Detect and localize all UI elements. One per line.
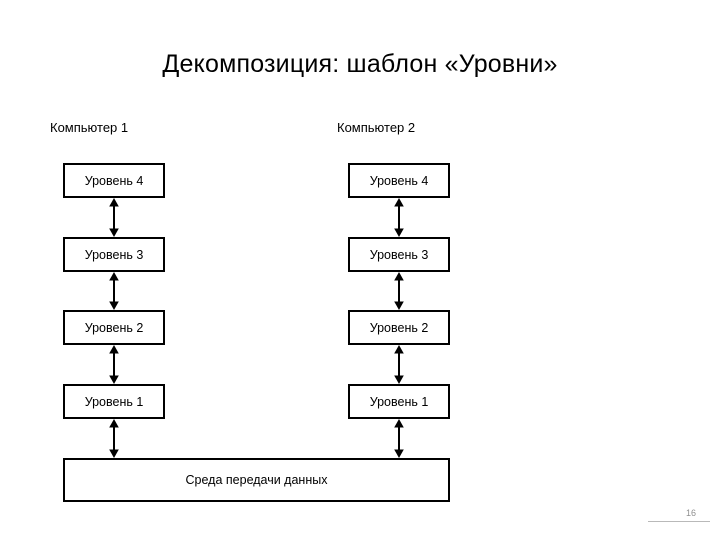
double-arrow-icon-c1-3-2 <box>106 272 122 310</box>
level-box-c2-level4: Уровень 4 <box>348 163 450 198</box>
double-arrow-icon-c2-3-2 <box>391 272 407 310</box>
level-box-c2-level1: Уровень 1 <box>348 384 450 419</box>
double-arrow-icon-c1-1-medium <box>106 419 122 458</box>
double-arrow-icon-c2-1-medium <box>391 419 407 458</box>
page-title: Декомпозиция: шаблон «Уровни» <box>162 50 558 78</box>
column-caption-computer-2: Компьютер 2 <box>337 120 416 135</box>
page-number: 16 <box>686 508 697 518</box>
double-arrow-icon-c2-2-1 <box>391 345 407 384</box>
column-caption-computer-1: Компьютер 1 <box>50 120 129 135</box>
footer-divider <box>648 521 710 522</box>
level-box-c2-level3: Уровень 3 <box>348 237 450 272</box>
level-box-c1-level2: Уровень 2 <box>63 310 165 345</box>
double-arrow-icon-c1-4-3 <box>106 198 122 237</box>
level-box-c1-level1: Уровень 1 <box>63 384 165 419</box>
double-arrow-icon-c1-2-1 <box>106 345 122 384</box>
transmission-medium-box: Среда передачи данных <box>63 458 450 502</box>
double-arrow-icon-c2-4-3 <box>391 198 407 237</box>
level-box-c1-level3: Уровень 3 <box>63 237 165 272</box>
level-box-c1-level4: Уровень 4 <box>63 163 165 198</box>
level-box-c2-level2: Уровень 2 <box>348 310 450 345</box>
